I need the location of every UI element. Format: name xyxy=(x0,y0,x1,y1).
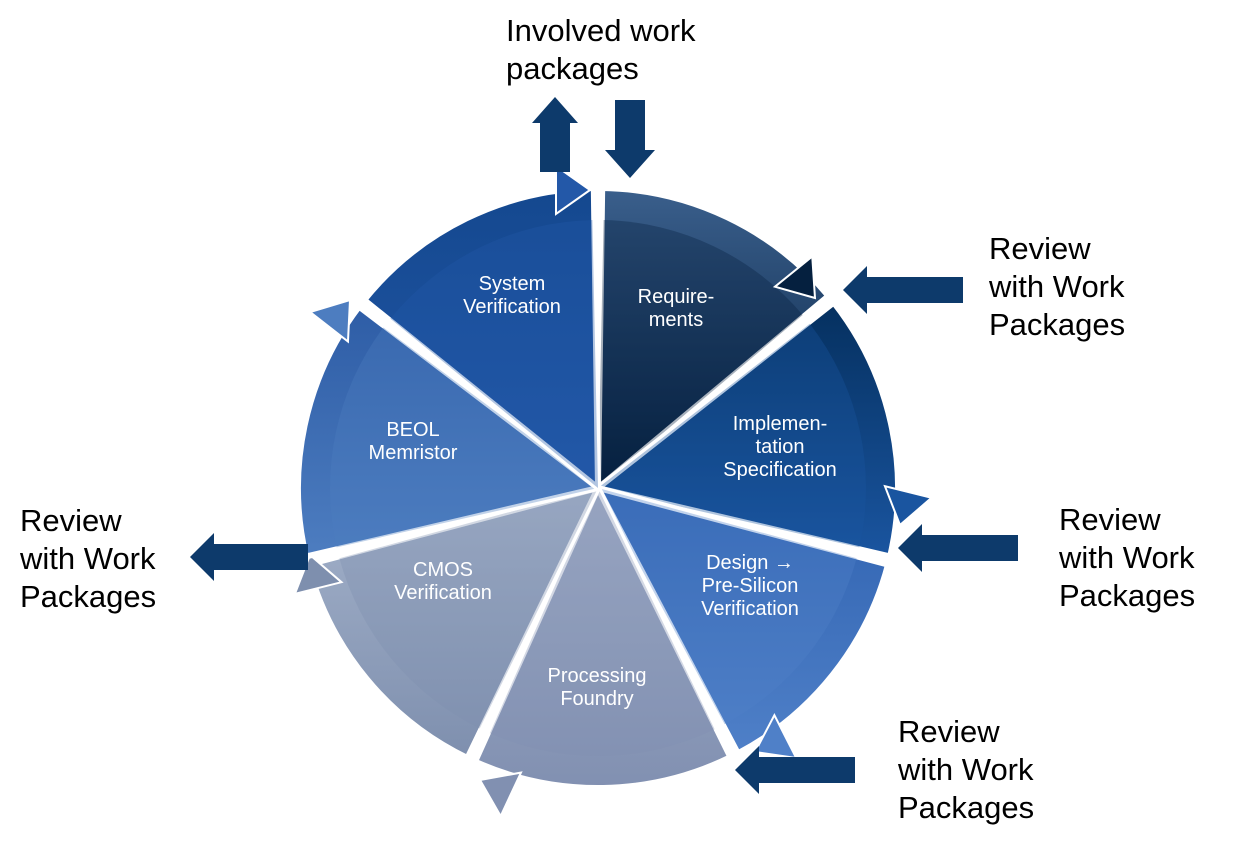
segment-arrowhead-system xyxy=(555,164,592,216)
segment-design xyxy=(595,485,892,757)
review-label-left: Review with Work Packages xyxy=(20,503,157,614)
segment-implementation xyxy=(595,299,901,560)
review-label-bottom: Review with Work Packages xyxy=(898,714,1035,825)
arrow-in-bottom xyxy=(735,746,855,794)
segment-label-requirements: Require-ments xyxy=(638,286,715,331)
segment-arrowhead-beol xyxy=(308,298,352,344)
segment-arrowhead-requirements xyxy=(772,254,817,300)
segment-cmos xyxy=(304,485,601,762)
review-label-right-mid: Review with Work Packages xyxy=(1059,502,1196,613)
segment-arrowhead-design xyxy=(753,713,798,760)
segment-beol xyxy=(295,303,601,560)
arrow-in-right-top xyxy=(843,266,963,314)
segment-arrowhead-implementation xyxy=(883,484,934,527)
arrow-out-up xyxy=(532,97,578,172)
arrow-in-down xyxy=(605,100,655,178)
segment-processing xyxy=(472,485,734,791)
arrow-in-right-mid xyxy=(898,524,1018,572)
involved-work-packages-label: Involved work packages xyxy=(506,13,696,86)
segment-system xyxy=(361,185,601,491)
segment-arrowhead-processing xyxy=(478,771,523,819)
arrow-out-left xyxy=(190,533,308,581)
review-label-right-top: Review with Work Packages xyxy=(989,231,1126,342)
